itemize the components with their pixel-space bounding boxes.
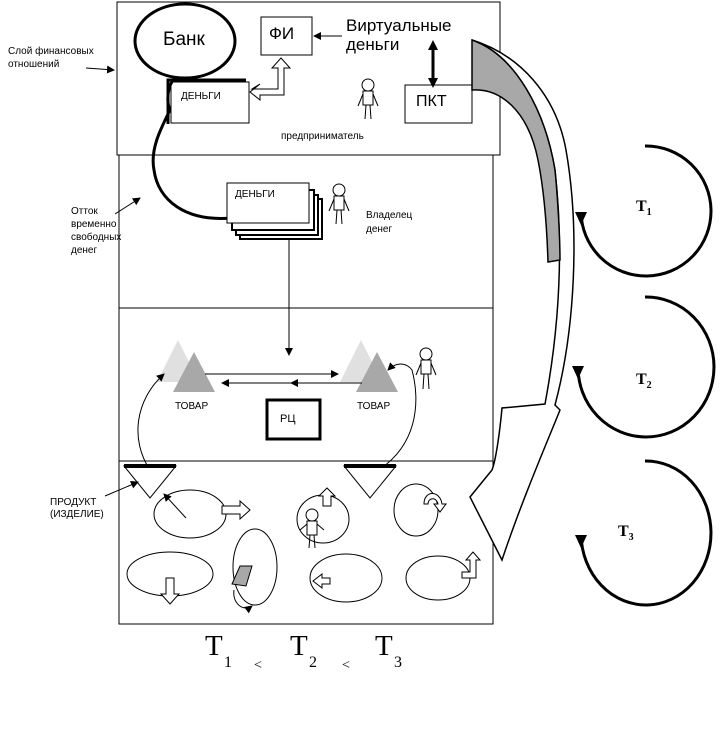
arrow-financial-layer [85,65,115,74]
entrepreneur-label: предприниматель [281,131,364,142]
financial-layer-label-line2: отношений [8,59,60,70]
cycle-circle-t2-head [572,366,584,379]
goods-left-front [173,352,215,392]
outflow-label-line3: свободных [71,232,122,243]
fi-label: ФИ [269,24,295,43]
money-stack-label: ДЕНЬГИ [235,189,275,200]
outflow-label-line4: денег [71,245,98,256]
owner-figure [328,183,350,225]
virtual-money-label-line1: Виртуальные [346,16,452,35]
hopper-left [122,465,178,499]
product-label-line1: ПРОДУКТ [50,497,97,508]
fi-box [260,16,313,56]
arrow-outflow-label [114,197,141,215]
cycle-circle-t3-head [575,535,587,548]
outflow-label-line2: временно [71,219,117,230]
formula-s1: 1 [224,654,232,671]
worker-figure [299,508,325,549]
formula-s2: 2 [309,654,317,671]
cycle-2-hollow-arrow [317,487,337,507]
cycle-6 [309,553,383,603]
formula: T 1 < T 2 < T 3 [205,630,425,680]
cycle-1-arrow [163,493,187,519]
arrow-product-label [104,481,139,497]
money-stack-card-1 [226,182,310,224]
outflow-curve [151,78,233,220]
goods-right-front [356,352,398,392]
cycle-circle-t3 [579,459,713,607]
cycle-7 [405,555,471,601]
cycle-label-t1-sub: 1 [646,207,652,219]
virtual-money-label-line2: деньги [346,35,400,54]
cycle-5-grey-arrow [231,565,253,587]
bank-label: Банк [163,29,205,50]
cycle-4-hollow-arrow [159,577,181,605]
big-arrow-grey-band [471,38,561,263]
cycle-3 [393,483,439,537]
pkt-box [404,84,473,124]
hopper-right [342,465,398,499]
product-label-line2: (ИЗДЕЛИЕ) [50,509,104,520]
formula-s3: 3 [394,654,402,671]
cycle-6-hollow-arrow [312,572,331,590]
goods-left-label: ТОВАР [175,401,209,412]
owner-label-line2: денег [366,224,393,235]
seller-figure [415,347,437,390]
cycle-label-t3-sub: 3 [628,532,634,544]
cycle-circle-t1 [579,144,713,278]
pkt-label: ПКТ [416,93,447,110]
formula-t2: T [290,630,308,662]
cycle-circle-t2 [576,295,716,439]
curve-product-to-goods-right [367,362,417,477]
cycle-label-t2: T2 [636,371,652,391]
money-top-label: ДЕНЬГИ [181,91,221,102]
cycle-7-hollow-arrow [461,551,482,579]
rc-box [265,398,322,441]
formula-op1: < [254,658,262,673]
cycle-3-hollow-arrow [423,493,447,513]
curve-product-to-goods-left [137,373,165,471]
cycle-5-curl [233,589,253,614]
financial-layer-label-line1: Слой финансовых [8,46,94,57]
money-box-top [170,81,250,124]
outflow-label-line1: Отток [71,206,98,217]
owner-label-line1: Владелец [366,210,413,221]
cycle-label-t1-letter: T [636,198,647,215]
formula-op2: < [342,658,350,673]
cycle-circle-t1-head [575,212,587,225]
entrepreneur-figure [357,78,379,120]
cycle-5 [232,528,278,606]
arrow-virtual-pkt-head-down [428,78,438,88]
money-box-top-shadow [166,78,246,124]
bank-ellipse [133,2,237,80]
goods-right-label: ТОВАР [357,401,391,412]
cycle-label-t2-sub: 2 [646,380,652,392]
cycle-1 [153,489,227,539]
arrow-virtual-pkt-head-up [428,40,438,50]
rc-label: РЦ [280,413,296,425]
cycle-label-t1: T1 [636,198,652,218]
formula-t1: T [205,630,223,662]
cycle-label-t3: T3 [618,523,634,543]
cycle-1-hollow-arrow [221,499,251,521]
formula-t3: T [375,630,393,662]
cycle-label-t2-letter: T [636,371,647,388]
cycle-label-t3-letter: T [618,523,629,540]
hollow-arrow-money-fi [249,57,292,102]
